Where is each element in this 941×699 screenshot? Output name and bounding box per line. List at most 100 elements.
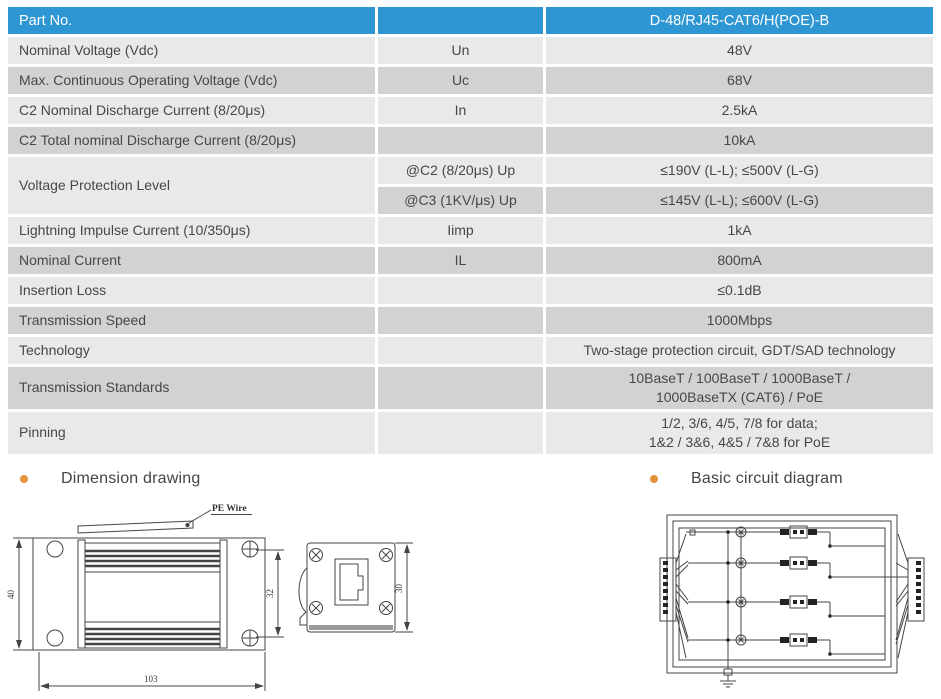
symbol-cell — [378, 337, 543, 364]
pe-wire-strip — [77, 520, 194, 534]
rj45-port-outline — [334, 558, 369, 606]
section-label: Basic circuit diagram — [691, 470, 843, 487]
base-band — [309, 625, 393, 630]
left-connector — [659, 557, 677, 622]
front-view — [32, 509, 266, 651]
symbol-cell — [378, 127, 543, 154]
spec-row: Technology Two-stage protection circuit,… — [8, 337, 933, 364]
protection-channel — [688, 633, 885, 656]
value-cell: 1000Mbps — [546, 307, 933, 334]
symbol-cell: @C2 (8/20μs) Up — [378, 157, 543, 184]
value-cell: 68V — [546, 67, 933, 94]
symbol-cell: IL — [378, 247, 543, 274]
rj45-jack-icon — [339, 563, 364, 601]
protection-channel — [686, 525, 885, 548]
bottom-fins — [85, 627, 220, 646]
din-clip — [298, 567, 308, 613]
screw-icon — [379, 601, 393, 615]
ground-icon — [720, 668, 736, 688]
din-clip-foot — [299, 611, 307, 626]
param-cell: Pinning — [8, 411, 375, 454]
spec-row: Nominal Current IL 800mA — [8, 247, 933, 274]
param-cell: Transmission Standards — [8, 367, 375, 409]
body-end-cap — [77, 539, 86, 649]
param-cell: Lightning Impulse Current (10/350μs) — [8, 217, 375, 244]
symbol-cell — [378, 367, 543, 409]
dim-40 — [13, 537, 33, 651]
value-cell: 48V — [546, 37, 933, 64]
dim-32-label: 32 — [265, 589, 275, 598]
param-cell: Nominal Voltage (Vdc) — [8, 37, 375, 64]
screw-icon — [241, 540, 259, 558]
spec-row: C2 Total nominal Discharge Current (8/20… — [8, 127, 933, 154]
circuit-diagram-svg — [659, 514, 925, 688]
value-cell: ≤145V (L-L); ≤600V (L-G) — [546, 187, 933, 214]
value-cell: 10kA — [546, 127, 933, 154]
dim-103-label: 103 — [144, 674, 158, 684]
param-cell: Nominal Current — [8, 247, 375, 274]
pe-wire-screw — [185, 522, 190, 528]
circuit-diagram — [630, 503, 941, 699]
spec-row: Insertion Loss ≤0.1dB — [8, 277, 933, 304]
pe-wire-label: PE Wire — [212, 504, 247, 514]
screw-icon — [309, 548, 323, 562]
value-cell: 10BaseT / 100BaseT / 1000BaseT / 1000Bas… — [546, 367, 933, 409]
param-cell: Technology — [8, 337, 375, 364]
symbol-cell: @C3 (1KV/μs) Up — [378, 187, 543, 214]
spec-row: @C3 (1KV/μs) Up ≤145V (L-L); ≤600V (L-G) — [8, 187, 933, 214]
wire-loop — [666, 514, 898, 674]
value-cell: ≤0.1dB — [546, 277, 933, 304]
right-connector — [907, 557, 925, 622]
value-cell: 800mA — [546, 247, 933, 274]
dim-30 — [395, 542, 413, 633]
circuit-diagram-title: Basic circuit diagram — [650, 470, 843, 488]
bullet-icon — [650, 475, 658, 483]
spec-row: Lightning Impulse Current (10/350μs) Iim… — [8, 217, 933, 244]
wire-fanout — [675, 533, 909, 659]
spec-row: Transmission Standards 10BaseT / 100Base… — [8, 367, 933, 409]
symbol-cell: Un — [378, 37, 543, 64]
symbol-cell — [378, 307, 543, 334]
param-cell: Insertion Loss — [8, 277, 375, 304]
param-cell: C2 Nominal Discharge Current (8/20μs) — [8, 97, 375, 124]
value-cell: 1kA — [546, 217, 933, 244]
value-cell: Two-stage protection circuit, GDT/SAD te… — [546, 337, 933, 364]
screw-icon — [379, 548, 393, 562]
value-cell: 1/2, 3/6, 4/5, 7/8 for data; 1&2 / 3&6, … — [546, 411, 933, 454]
wire-loop — [672, 520, 892, 668]
spec-row: Max. Continuous Operating Voltage (Vdc) … — [8, 67, 933, 94]
spec-table: Part No. D-48/RJ45-CAT6/H(POE)-B Nominal… — [5, 4, 936, 457]
spec-row: Transmission Speed 1000Mbps — [8, 307, 933, 334]
spec-row: Pinning 1/2, 3/6, 4/5, 7/8 for data; 1&2… — [8, 411, 933, 454]
header-symbol — [378, 7, 543, 34]
symbol-cell: In — [378, 97, 543, 124]
spec-header-row: Part No. D-48/RJ45-CAT6/H(POE)-B — [8, 7, 933, 34]
symbol-cell — [378, 277, 543, 304]
screw-icon — [241, 629, 259, 647]
symbol-cell: Iimp — [378, 217, 543, 244]
param-cell: Transmission Speed — [8, 307, 375, 334]
body-outline — [84, 542, 221, 649]
end-view — [298, 542, 396, 633]
dim-32 — [256, 549, 284, 638]
param-cell: Max. Continuous Operating Voltage (Vdc) — [8, 67, 375, 94]
protection-channel — [688, 595, 885, 618]
value-cell: 2.5kA — [546, 97, 933, 124]
mounting-plate — [32, 537, 266, 651]
bullet-icon — [20, 475, 28, 483]
dim-40-label: 40 — [6, 590, 16, 600]
header-part-value: D-48/RJ45-CAT6/H(POE)-B — [546, 7, 933, 34]
dim-103 — [38, 652, 266, 691]
header-part-no: Part No. — [8, 7, 375, 34]
spec-row: Nominal Voltage (Vdc) Un 48V — [8, 37, 933, 64]
protection-channel — [688, 556, 896, 579]
section-label: Dimension drawing — [61, 470, 201, 487]
symbol-cell: Uc — [378, 67, 543, 94]
dim-30-label: 30 — [394, 584, 404, 594]
dimension-drawing-title: Dimension drawing — [20, 470, 200, 488]
screw-icon — [309, 601, 323, 615]
mounting-hole-icon — [46, 540, 64, 558]
param-cell-merged: Voltage Protection Level — [8, 157, 375, 214]
end-view-outline — [306, 542, 396, 633]
